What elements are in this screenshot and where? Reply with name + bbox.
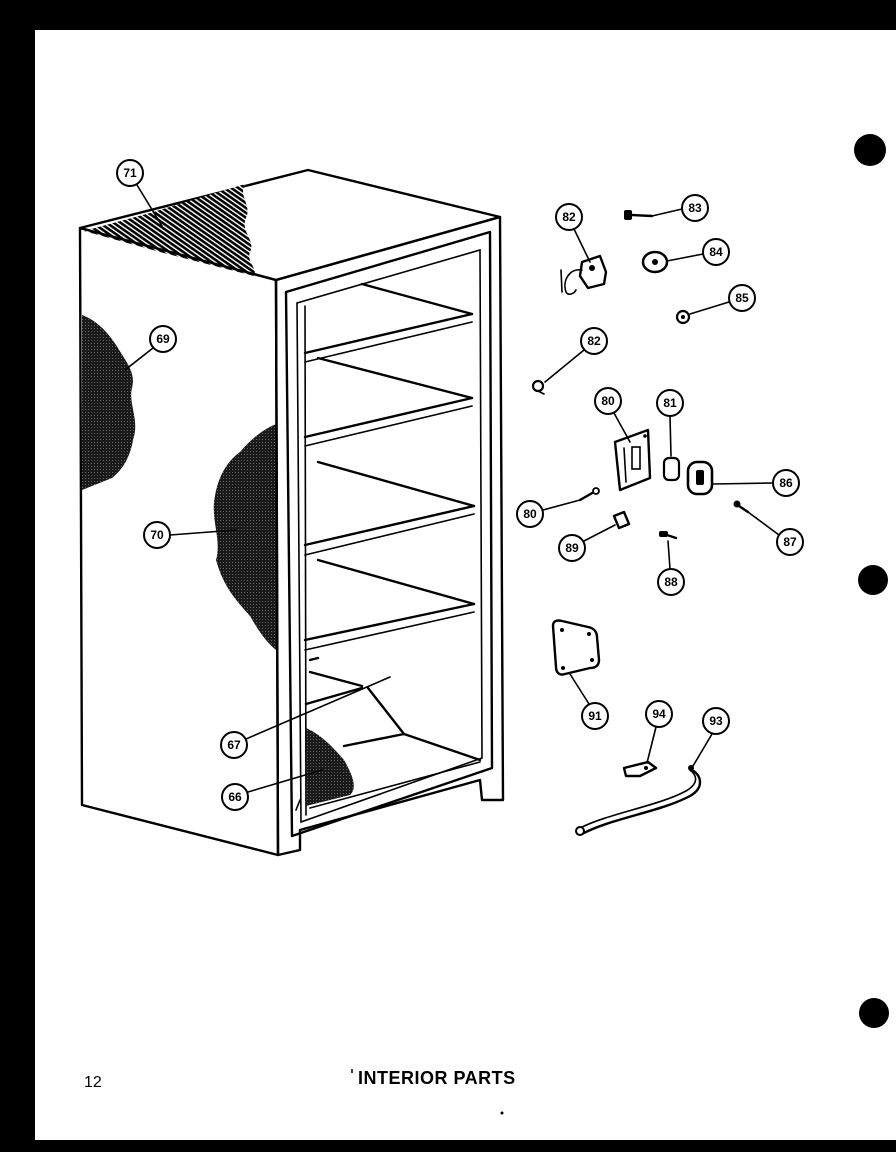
- callout-69: 69: [124, 325, 177, 371]
- latch-part: [686, 460, 714, 496]
- callout-87: 87: [747, 511, 804, 556]
- callout-label: 89: [565, 541, 579, 555]
- door-opening-inner: [296, 248, 483, 824]
- binder-hole: [858, 565, 888, 595]
- callout-label: 80: [601, 394, 615, 408]
- callout-label: 67: [227, 738, 241, 752]
- callout-label: 94: [652, 707, 666, 721]
- bottom-insulation: [306, 728, 354, 806]
- side-insulation-lower: [213, 424, 276, 650]
- callout-86: 86: [712, 469, 800, 497]
- shelf: [303, 356, 474, 447]
- shelf: [303, 460, 476, 556]
- callout-71: 71: [116, 159, 163, 227]
- callout-label: 69: [156, 332, 170, 346]
- callout-85: 85: [689, 284, 756, 315]
- binder-hole: [859, 998, 889, 1028]
- callout-80-b: 80: [516, 499, 581, 528]
- knob-part: [531, 379, 545, 395]
- callout-70: 70: [143, 521, 237, 549]
- page-sheet: [35, 30, 896, 1140]
- callout-label: 82: [562, 210, 576, 224]
- cap-part: [641, 250, 669, 274]
- callout-66: 66: [221, 769, 323, 811]
- bottom-compartment: [304, 656, 482, 809]
- wire-clip-part: [622, 760, 658, 778]
- loose-parts: [531, 210, 750, 836]
- callout-83: 83: [651, 194, 709, 222]
- screw-part: [624, 210, 654, 220]
- callout-label: 88: [664, 575, 678, 589]
- door-opening-outer: [284, 230, 494, 838]
- side-insulation-upper: [82, 315, 136, 490]
- shelf: [303, 558, 476, 651]
- callout-label: 82: [587, 334, 601, 348]
- page-title: INTERIOR PARTS: [358, 1068, 516, 1088]
- callout-93: 93: [692, 707, 730, 767]
- cabinet-front-frame: [274, 215, 505, 857]
- callout-82-a: 82: [555, 203, 591, 263]
- shelf: [303, 282, 474, 363]
- callout-80-a: 80: [594, 387, 631, 443]
- pad-part: [662, 456, 681, 482]
- callout-label: 81: [663, 396, 677, 410]
- callout-label: 87: [783, 535, 797, 549]
- callout-label: 93: [709, 714, 723, 728]
- heater-wire-part: [575, 765, 702, 836]
- hinge-mark: [295, 799, 301, 811]
- callout-label: 66: [228, 790, 242, 804]
- callout-67: 67: [220, 676, 391, 759]
- callout-label: 91: [588, 709, 602, 723]
- callout-84: 84: [666, 238, 730, 266]
- top-insulation: [84, 184, 255, 276]
- callout-label: 85: [735, 291, 749, 305]
- callout-94: 94: [645, 700, 673, 764]
- thermostat-part: [560, 254, 608, 295]
- page-number: 12: [84, 1074, 102, 1091]
- binder-holes: [854, 134, 889, 1028]
- callout-89: 89: [558, 524, 616, 562]
- cover-plate-part: [551, 619, 601, 676]
- screw-part: [659, 531, 678, 540]
- callout-label: 86: [779, 476, 793, 490]
- nut-part: [675, 309, 691, 325]
- bracket-part: [613, 428, 652, 492]
- callouts: 71 69 70 67 66 82 83: [116, 159, 804, 811]
- scan-speck: [500, 1111, 504, 1115]
- callout-label: 84: [709, 245, 723, 259]
- callout-91: 91: [569, 673, 609, 730]
- callout-82-b: 82: [544, 327, 608, 383]
- callout-81: 81: [656, 389, 684, 457]
- callout-label: 71: [123, 166, 137, 180]
- cabinet-drawing: [78, 168, 505, 857]
- screw-part: [733, 500, 750, 514]
- clip-part: [612, 510, 631, 530]
- inner-left-wall: [304, 305, 307, 816]
- callout-88: 88: [657, 540, 685, 596]
- callout-label: 80: [523, 507, 537, 521]
- binder-hole: [854, 134, 886, 166]
- pin-part: [578, 487, 600, 502]
- callout-label: 83: [688, 201, 702, 215]
- callout-label: 70: [150, 528, 164, 542]
